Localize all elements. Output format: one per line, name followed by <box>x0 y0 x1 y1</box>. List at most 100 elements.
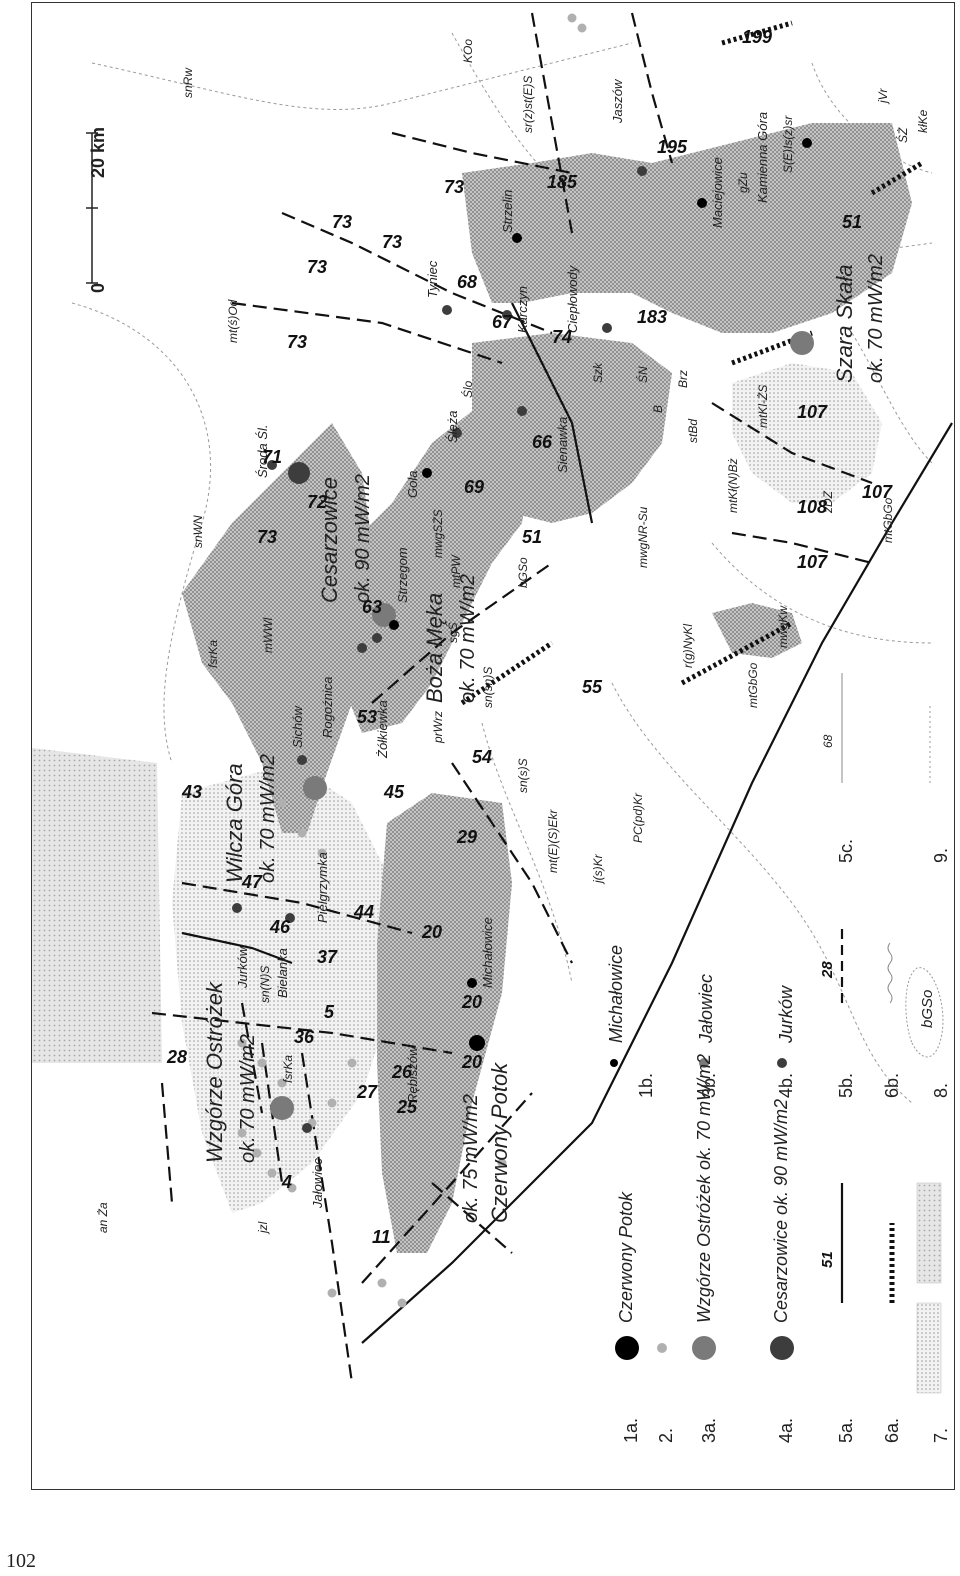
faults-solid <box>181 302 953 1344</box>
fault-number: 47 <box>241 872 263 892</box>
place-label: Tyniec <box>425 260 440 298</box>
map-frame: 0 20 km <box>31 2 955 1490</box>
wzgorze-ostrozek-point <box>270 1096 294 1120</box>
place-labels: Jurków Bielanka Jałowiec Rębiszów Sichów… <box>235 78 770 1209</box>
czerwony-potok-point <box>469 1035 485 1051</box>
legend-labels: Czerwony Potok Michałowice Wzgórze Ostró… <box>606 734 936 1323</box>
unit-label: j(s)Kr <box>591 853 605 885</box>
place-label: Maciejowice <box>710 157 725 228</box>
unit-label: sn(N)S <box>258 966 272 1003</box>
legend-symbol-1b <box>610 1059 618 1067</box>
scale-bar: 0 20 km <box>86 127 108 293</box>
unit-label: stBd <box>686 419 700 443</box>
szara-skala-point <box>790 331 814 355</box>
page-number: 102 <box>6 1550 36 1572</box>
fault-number: 5 <box>324 1002 335 1022</box>
legend-symbol-3a <box>692 1336 716 1360</box>
fault-number: 71 <box>262 447 282 467</box>
unit-label: zDZ <box>821 490 835 514</box>
unit-label: Ślo <box>460 380 475 398</box>
fault-number: 29 <box>456 827 477 847</box>
fault-number: 28 <box>166 1047 187 1067</box>
legend-symbol-4b <box>777 1058 787 1068</box>
region-name: Wzgórze Ostróżek <box>202 981 227 1163</box>
place-label: Strzelin <box>500 190 515 233</box>
legend-label: Michałowice <box>606 945 626 1043</box>
fault-number: 73 <box>257 527 277 547</box>
legend-label: 28 <box>819 961 836 979</box>
legend-symbol-8 <box>905 967 944 1058</box>
fault-number: 73 <box>382 232 402 252</box>
legend-key: 3a. <box>699 1418 719 1443</box>
place-label: Rogoźnica <box>320 677 335 738</box>
unit-label: jVr <box>876 88 890 105</box>
geological-boundaries <box>71 32 933 1104</box>
fault-number: 67 <box>492 312 513 332</box>
legend-symbol-1a <box>615 1336 639 1360</box>
zone-wzgorze-ostrozek <box>172 763 392 1213</box>
fault-number: 73 <box>444 177 464 197</box>
fault-number: 108 <box>797 497 827 517</box>
legend-symbol-3b <box>699 1058 709 1068</box>
fault-number: 43 <box>181 782 202 802</box>
legend-key: 6a. <box>882 1418 902 1443</box>
place-label: Gola <box>405 471 420 498</box>
geological-map: 0 20 km <box>32 12 953 1443</box>
fault-number: 107 <box>862 482 893 502</box>
region-flux: ok. 70 mW/m2 <box>257 754 279 883</box>
fault-number: 20 <box>461 1052 482 1072</box>
legend-label: Czerwony Potok <box>616 1191 636 1323</box>
place-label: Sienawka <box>555 417 570 473</box>
legend-key: 5b. <box>836 1073 856 1098</box>
fault-number: 69 <box>464 477 484 497</box>
region-name: Czerwony Potok <box>487 1062 512 1223</box>
unit-label: sr(z)st(E)S <box>521 76 535 133</box>
zone-szara-skala <box>732 363 882 503</box>
place-label: Żółkiewka <box>375 700 390 759</box>
unit-label: sn(sn)S <box>481 667 495 708</box>
fault-numbers: 4 5 11 20 20 20 25 26 27 28 29 36 37 43 … <box>166 27 893 1247</box>
place-label: Karczyn <box>515 286 530 333</box>
unit-label: PC(pd)Kr <box>631 792 645 843</box>
fault-number: 11 <box>372 1227 391 1247</box>
unit-label: an Ża <box>96 1202 110 1233</box>
fault-number: 26 <box>391 1062 413 1082</box>
fault-number: 4 <box>281 1172 292 1192</box>
legend-key: 7. <box>931 1428 951 1443</box>
fault-number: 51 <box>842 212 862 232</box>
fault-number: 55 <box>582 677 603 697</box>
zone-west-block <box>32 748 162 1063</box>
unit-label: mtKł(N)Bż <box>726 458 740 513</box>
unit-label: B <box>651 405 665 413</box>
fault-number: 45 <box>383 782 405 802</box>
place-label: Jaszów <box>610 78 625 124</box>
legend-keys: 1a. 1b. 2. 3a. 3b. 4a. 4b. 5a. 5b. 5c. 6… <box>621 839 951 1443</box>
faults-dotted <box>460 20 924 706</box>
fault-number: 199 <box>742 27 772 47</box>
fault-number: 185 <box>547 172 578 192</box>
legend-symbol-7b <box>916 1182 942 1284</box>
legend-label: Cesarzowice ok. 90 mW/m2 <box>771 1099 791 1323</box>
unit-label: mt(E)(S)Ekr <box>546 809 560 873</box>
unit-label: kłKe <box>916 109 930 133</box>
zone-mwgkw <box>712 603 802 658</box>
legend-label: Jałowiec <box>696 974 716 1044</box>
unit-label: mwgNR-Su <box>636 506 650 568</box>
fault-number: 27 <box>356 1082 378 1102</box>
zone-strzelin <box>462 123 912 333</box>
place-label: Pielgrzymka <box>315 852 330 923</box>
zone-czerwony-potok <box>377 793 512 1253</box>
fault-number: 68 <box>457 272 477 292</box>
fault-number: 195 <box>657 137 688 157</box>
legend-key: 2. <box>656 1428 676 1443</box>
unit-label: snWN <box>191 515 205 548</box>
unit-label: mtGbGo <box>881 497 895 543</box>
unit-label: mtPW <box>449 554 463 588</box>
legend-key: 9. <box>931 848 951 863</box>
legend-label: Wzgórze Ostróżek ok. 70 mW/m2 <box>694 1054 714 1323</box>
zone-boza-meka <box>332 403 532 733</box>
unit-label: prWrz <box>431 711 445 744</box>
unit-label: r(g)NyKl <box>681 624 695 668</box>
zone-cesarzowice <box>182 423 372 833</box>
legend-key: 4a. <box>776 1418 796 1443</box>
